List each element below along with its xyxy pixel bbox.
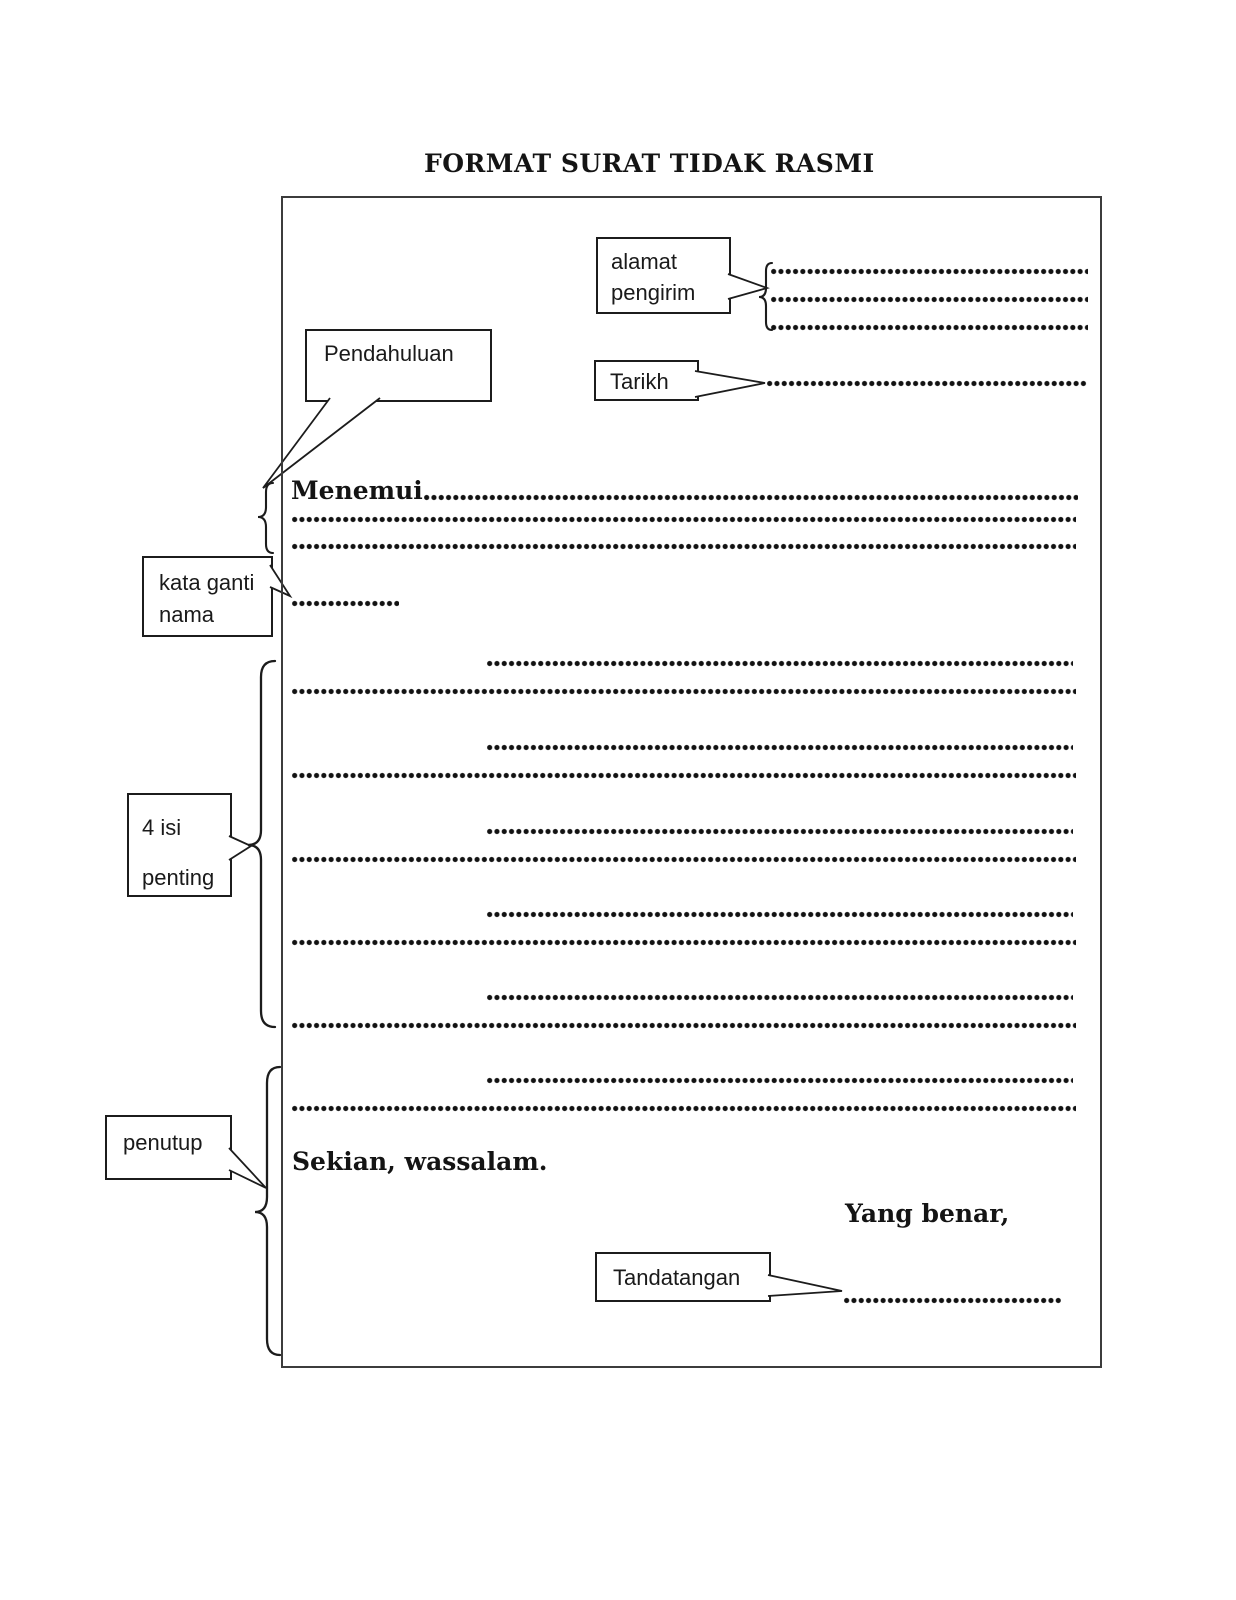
callout-sender-address-label-line2: pengirim [611, 280, 696, 305]
callout-sender-address: alamat pengirim [596, 237, 731, 314]
introduction-dotted-line-2 [291, 543, 1076, 550]
salutation-row: Menemui [291, 475, 1078, 505]
callout-pronoun: kata ganti nama [142, 556, 273, 637]
paragraph-2-full-line [291, 772, 1076, 779]
callout-date: Tarikh [594, 360, 699, 401]
callout-main-points-label-line2: penting [142, 865, 215, 890]
introduction-brace [257, 481, 275, 555]
sender-address-dotted-line-1 [770, 268, 1088, 275]
introduction-dotted-line-1 [291, 516, 1076, 523]
pronoun-short-dotted-line [291, 600, 399, 607]
paragraph-4-full-line [291, 939, 1076, 946]
paragraph-2-indent-line [486, 744, 1073, 751]
paragraph-6-full-line [291, 1105, 1076, 1112]
sender-address-dotted-line-3 [770, 324, 1088, 331]
callout-introduction: Pendahuluan [305, 329, 492, 402]
paragraph-3-indent-line [486, 828, 1073, 835]
callout-sender-address-label-line1: alamat [611, 249, 678, 274]
callout-date-label: Tarikh [610, 369, 669, 394]
closing-text: Sekian, wassalam. [292, 1147, 548, 1176]
paragraph-3-full-line [291, 856, 1076, 863]
callout-pronoun-label-line1: kata ganti [159, 570, 255, 595]
callout-tail-signature [767, 1274, 843, 1297]
callout-main-points: 4 isi penting [127, 793, 232, 897]
paragraph-4-indent-line [486, 911, 1073, 918]
callout-signature-label: Tandatangan [613, 1265, 741, 1290]
callout-pronoun-label-line2: nama [159, 602, 215, 627]
sender-address-dotted-line-2 [770, 296, 1088, 303]
callout-tail-sender-address [727, 273, 770, 300]
callout-tail-date [694, 370, 766, 398]
callout-signature: Tandatangan [595, 1252, 771, 1302]
callout-closing: penutup [105, 1115, 232, 1180]
main-points-brace [247, 659, 277, 1029]
callout-tail-introduction [262, 397, 381, 489]
callout-main-points-label-line1: 4 isi [142, 815, 182, 840]
callout-closing-label: penutup [123, 1130, 203, 1155]
closing-brace [254, 1065, 282, 1357]
callout-tail-pronoun [269, 564, 293, 599]
salutation-text: Menemui [291, 475, 423, 505]
paragraph-1-full-line [291, 688, 1076, 695]
signature-dotted-line [843, 1297, 1062, 1304]
signoff-text: Yang benar, [845, 1199, 1010, 1228]
callout-tail-closing [228, 1147, 267, 1189]
date-dotted-line [766, 380, 1088, 387]
page-title: FORMAT SURAT TIDAK RASMI [424, 149, 875, 178]
paragraph-5-full-line [291, 1022, 1076, 1029]
callout-tail-main-points [228, 835, 253, 861]
paragraph-5-indent-line [486, 994, 1073, 1001]
salutation-dotted-leader [422, 494, 1078, 501]
callout-introduction-label: Pendahuluan [324, 341, 454, 366]
paragraph-1-indent-line [486, 660, 1073, 667]
paragraph-6-indent-line [486, 1077, 1073, 1084]
